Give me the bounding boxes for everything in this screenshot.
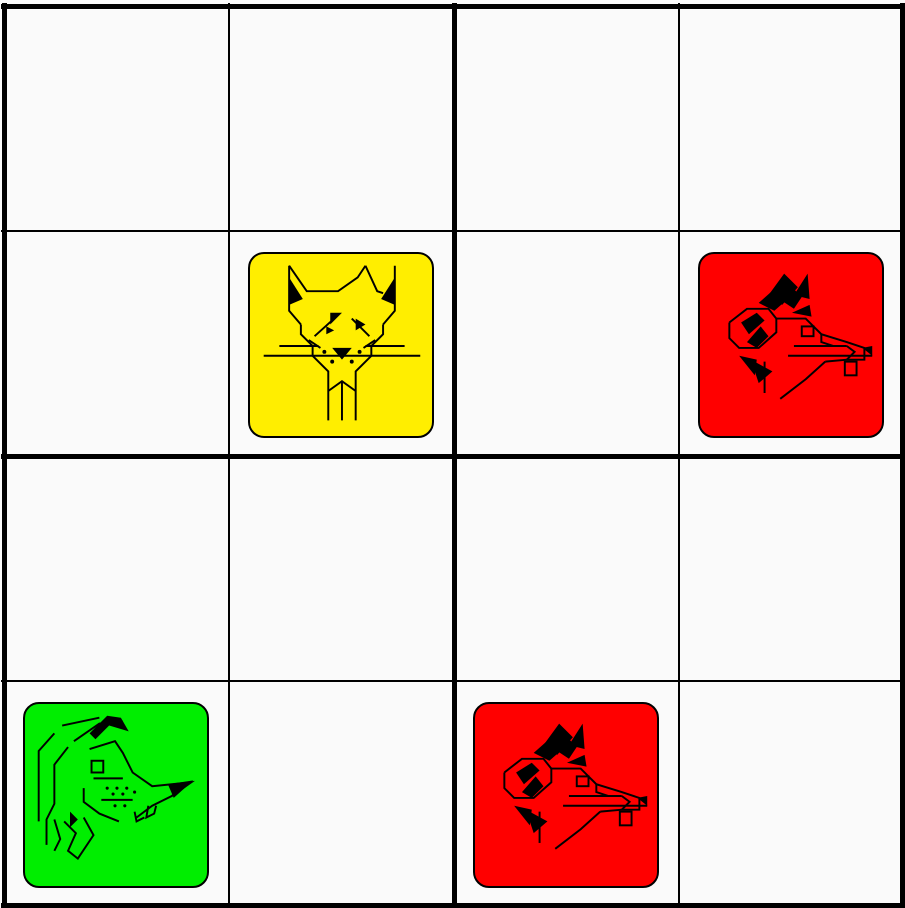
board-cell-r0-c2[interactable] bbox=[454, 6, 679, 231]
board-cell-r2-c2[interactable] bbox=[454, 456, 679, 681]
cat-piece[interactable] bbox=[248, 252, 434, 438]
grid-line-thick-horizontal bbox=[1, 903, 905, 908]
board-cell-r1-c0[interactable] bbox=[4, 231, 229, 456]
grid-line-thick-horizontal bbox=[1, 454, 905, 459]
board-cell-r0-c3[interactable] bbox=[679, 6, 904, 231]
board-cell-r2-c3[interactable] bbox=[679, 456, 904, 681]
dog-head-icon bbox=[25, 704, 207, 886]
rat-head-icon bbox=[700, 254, 882, 436]
board-cell-r0-c1[interactable] bbox=[229, 6, 454, 231]
rat-piece[interactable] bbox=[698, 252, 884, 438]
board-cell-r1-c2[interactable] bbox=[454, 231, 679, 456]
board-cell-r0-c0[interactable] bbox=[4, 6, 229, 231]
dog-piece[interactable] bbox=[23, 702, 209, 888]
board-cell-r3-c3[interactable] bbox=[679, 681, 904, 906]
board-cell-r3-c1[interactable] bbox=[229, 681, 454, 906]
rat-head-icon bbox=[475, 704, 657, 886]
rat-piece[interactable] bbox=[473, 702, 659, 888]
grid-line-horizontal bbox=[1, 680, 905, 682]
cat-head-icon bbox=[250, 254, 432, 436]
board-cell-r2-c0[interactable] bbox=[4, 456, 229, 681]
board-cell-r2-c1[interactable] bbox=[229, 456, 454, 681]
grid-line-thick-horizontal bbox=[1, 4, 905, 9]
grid-line-horizontal bbox=[1, 230, 905, 232]
